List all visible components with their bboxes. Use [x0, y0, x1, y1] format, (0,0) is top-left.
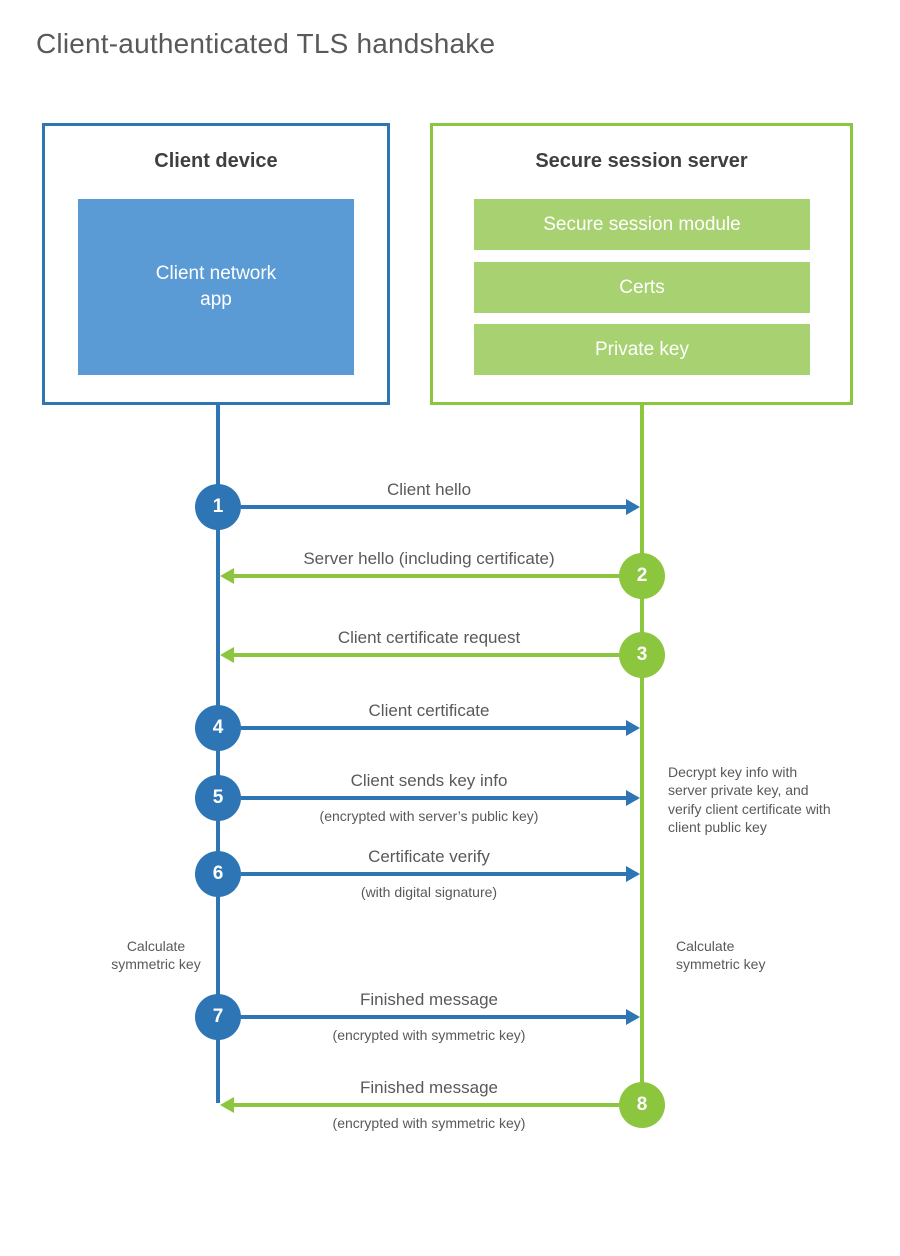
arrow-head-icon [220, 1097, 234, 1113]
message-label: Server hello (including certificate) [303, 549, 555, 568]
arrow-shaft [241, 872, 626, 876]
arrow-shaft [234, 574, 619, 578]
arrow-shaft [241, 1015, 626, 1019]
step-badge: 6 [195, 851, 241, 897]
step-badge: 3 [619, 632, 665, 678]
decrypt-note: Decrypt key info with server private key… [668, 764, 831, 836]
arrow-shaft [234, 1103, 619, 1107]
step-badge: 8 [619, 1082, 665, 1128]
server-lifeline [640, 405, 644, 1105]
arrow-head-icon [220, 568, 234, 584]
message-label: Certificate verify [368, 847, 490, 866]
secure-session-server-title: Secure session server [535, 150, 748, 172]
arrow-head-icon [626, 790, 640, 806]
arrow-shaft [241, 505, 626, 509]
arrow-head-icon [626, 1009, 640, 1025]
arrow-head-icon [626, 866, 640, 882]
message-label: Finished message [360, 990, 498, 1009]
step-badge: 7 [195, 994, 241, 1040]
server-private-key-bar: Private key [474, 324, 810, 375]
client-device-title: Client device [154, 150, 278, 172]
message-label: Client certificate [368, 701, 490, 720]
server-certs-bar: Certs [474, 262, 810, 313]
message-sublabel: (encrypted with symmetric key) [332, 1027, 526, 1043]
arrow-shaft [241, 796, 626, 800]
arrow-shaft [234, 653, 619, 657]
calculate-symmetric-key-server-note: Calculate symmetric key [676, 938, 766, 973]
message-label: Client hello [386, 480, 472, 499]
message-label: Client sends key info [350, 771, 508, 790]
step-badge: 2 [619, 553, 665, 599]
arrow-shaft [241, 726, 626, 730]
message-sublabel: (encrypted with symmetric key) [332, 1115, 526, 1131]
step-badge: 4 [195, 705, 241, 751]
message-label: Finished message [360, 1078, 498, 1097]
message-sublabel: (encrypted with server’s public key) [319, 808, 539, 824]
arrow-head-icon [626, 720, 640, 736]
message-sublabel: (with digital signature) [360, 884, 498, 900]
arrow-head-icon [220, 647, 234, 663]
client-network-app-box: Client network app [78, 199, 354, 375]
calculate-symmetric-key-client-note: Calculate symmetric key [111, 938, 201, 973]
message-label: Client certificate request [337, 628, 521, 647]
page-title: Client-authenticated TLS handshake [36, 28, 496, 59]
arrow-head-icon [626, 499, 640, 515]
client-lifeline [216, 405, 220, 1103]
step-badge: 1 [195, 484, 241, 530]
step-badge: 5 [195, 775, 241, 821]
server-module-bar: Secure session module [474, 199, 810, 250]
